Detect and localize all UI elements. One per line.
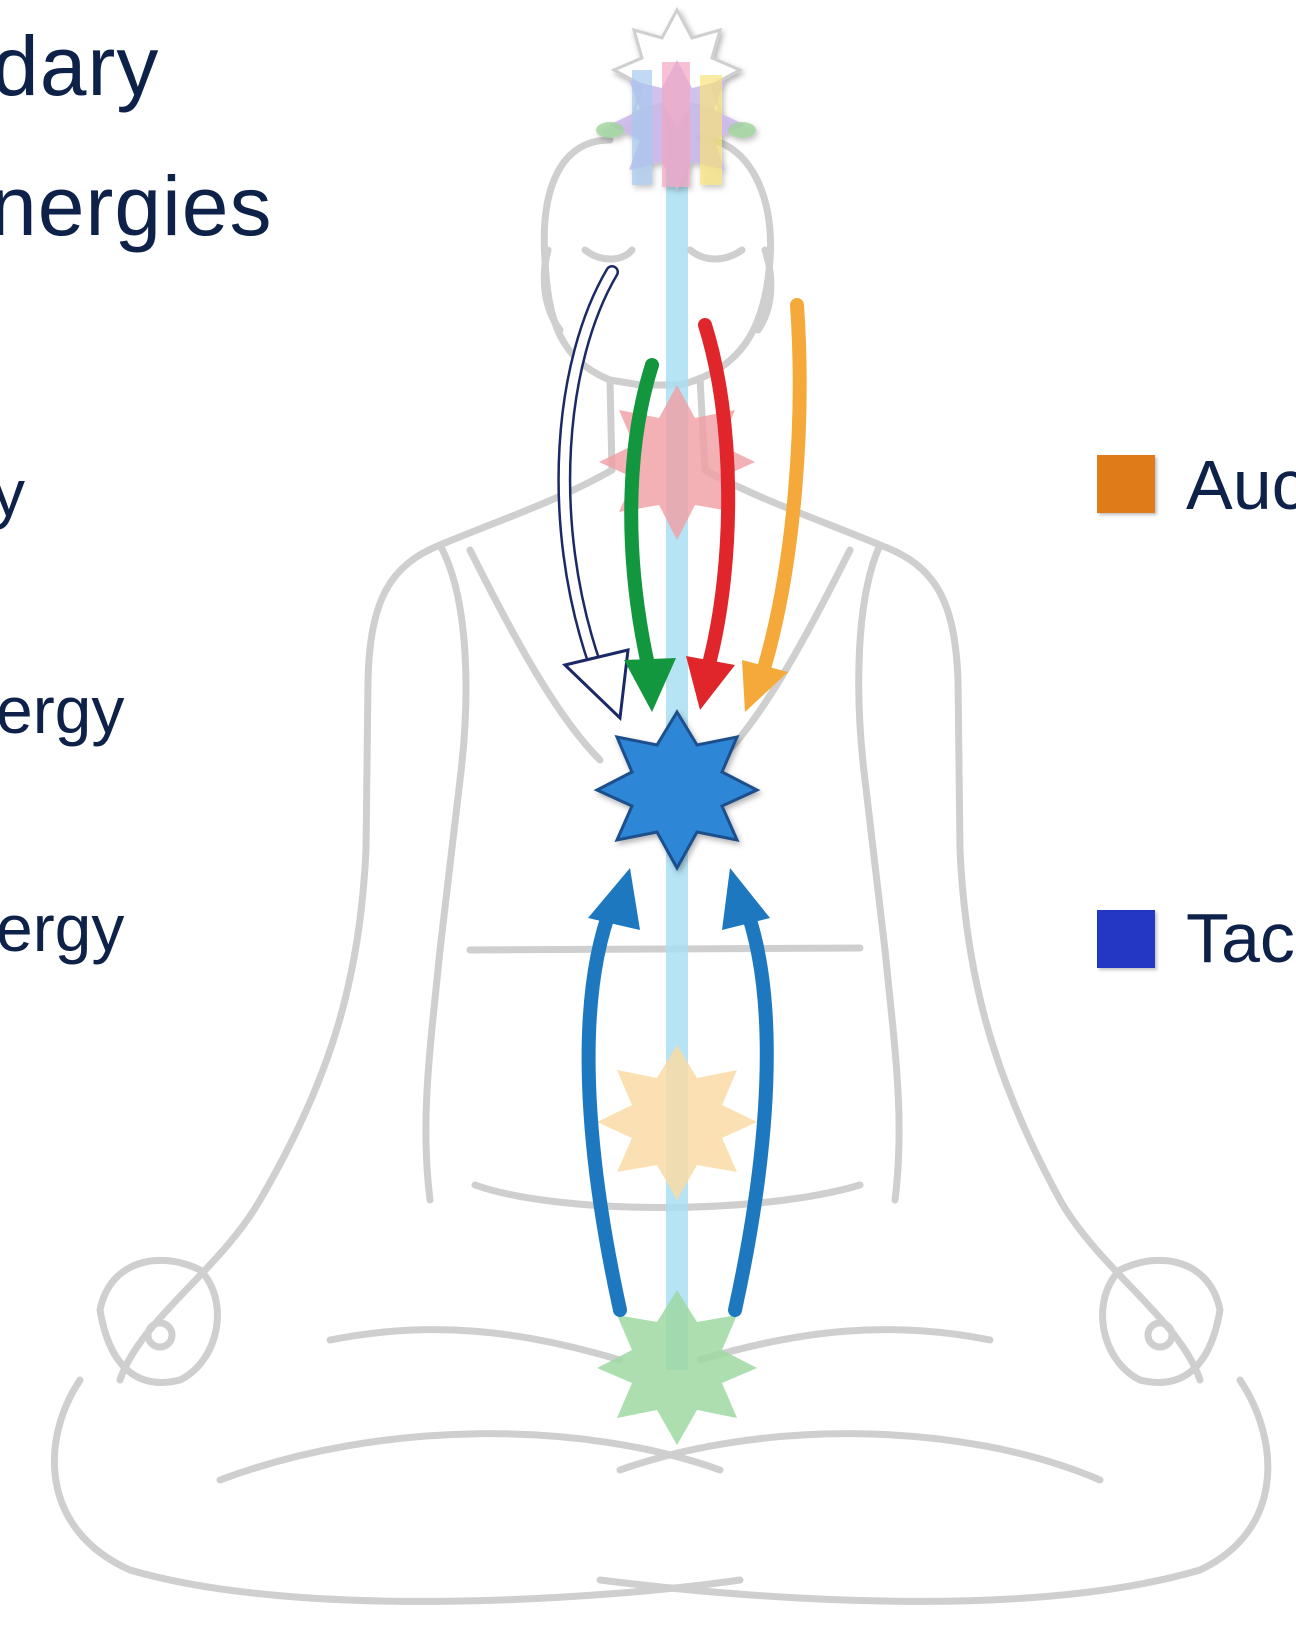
blue-arrow-right-icon <box>735 905 767 1310</box>
legend-label-auditory: Auc <box>1186 445 1296 525</box>
blue-arrow-left-icon <box>589 905 620 1310</box>
sacral-flower-icon <box>597 1045 757 1200</box>
energy-label-3: ergy <box>0 890 124 966</box>
legend-swatch-tactile <box>1097 910 1155 968</box>
orange-arrow-icon <box>765 305 800 665</box>
green-arrow-icon <box>631 365 652 665</box>
crown-flower-icon <box>596 10 756 190</box>
page-title-line-1: dary <box>0 18 159 115</box>
energy-label-2: ergy <box>0 672 124 748</box>
energy-label-1: y <box>0 455 25 531</box>
legend-swatch-auditory <box>1097 455 1155 513</box>
heart-flower-icon <box>597 712 757 868</box>
page-title-line-2: nergies <box>0 158 273 255</box>
legend-label-tactile: Tac <box>1186 898 1295 978</box>
